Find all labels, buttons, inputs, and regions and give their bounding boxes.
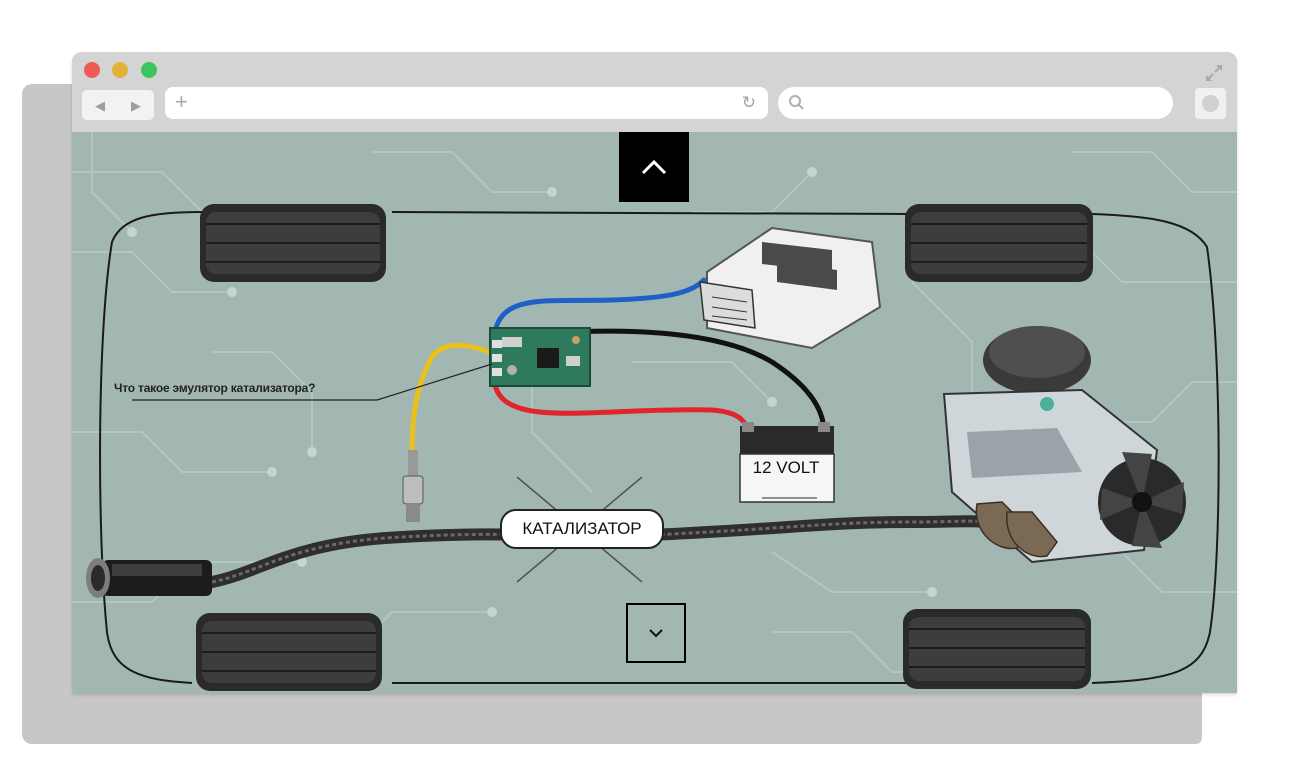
fullscreen-icon[interactable] (1203, 62, 1225, 84)
search-icon (789, 95, 804, 110)
scroll-up-button[interactable] (619, 132, 689, 202)
nav-buttons: ◀ ▶ (82, 90, 154, 120)
car-body-outline (99, 211, 1220, 684)
yellow-wire (409, 342, 497, 465)
chevron-up-icon (641, 159, 667, 175)
scroll-down-button[interactable] (626, 603, 686, 663)
back-icon[interactable]: ◀ (95, 97, 105, 113)
emulator-board (489, 327, 591, 387)
search-input[interactable] (778, 87, 1173, 119)
tire-rear-right (903, 609, 1091, 689)
reload-icon[interactable]: ↻ (741, 93, 756, 112)
wiring-diagram (72, 132, 1237, 691)
tire-front-right (905, 204, 1093, 282)
tire-front-left (200, 204, 386, 282)
address-bar[interactable]: + ↻ (165, 87, 768, 119)
red-wire (491, 375, 751, 440)
catalyst-label: КАТАЛИЗАТОР (500, 509, 664, 549)
engine (942, 326, 1186, 564)
catalyst-label-text: КАТАЛИЗАТОР (522, 519, 642, 538)
tire-rear-left (196, 613, 382, 691)
muffler-tip (86, 558, 212, 598)
what-is-emulator-link[interactable]: Что такое эмулятор катализатора? (114, 381, 316, 395)
new-tab-icon[interactable]: + (175, 89, 188, 114)
browser-window: ◀ ▶ + ↻ (72, 52, 1237, 693)
black-wire (539, 328, 827, 435)
page-content: Что такое эмулятор катализатора? 12 VOLT… (72, 132, 1237, 693)
close-light-icon[interactable] (84, 62, 100, 78)
browser-toolbar: ◀ ▶ + ↻ (72, 52, 1237, 132)
wires (409, 277, 827, 465)
minimize-light-icon[interactable] (112, 62, 128, 78)
oxygen-sensor (402, 450, 424, 522)
forward-icon[interactable]: ▶ (131, 97, 141, 113)
zoom-light-icon[interactable] (141, 62, 157, 78)
battery-label: 12 VOLT (752, 458, 820, 477)
extension-button[interactable] (1195, 88, 1226, 119)
car-battery (739, 422, 835, 503)
blue-wire (491, 277, 707, 347)
ecu-unit (699, 226, 882, 350)
chevron-down-icon (649, 628, 663, 637)
